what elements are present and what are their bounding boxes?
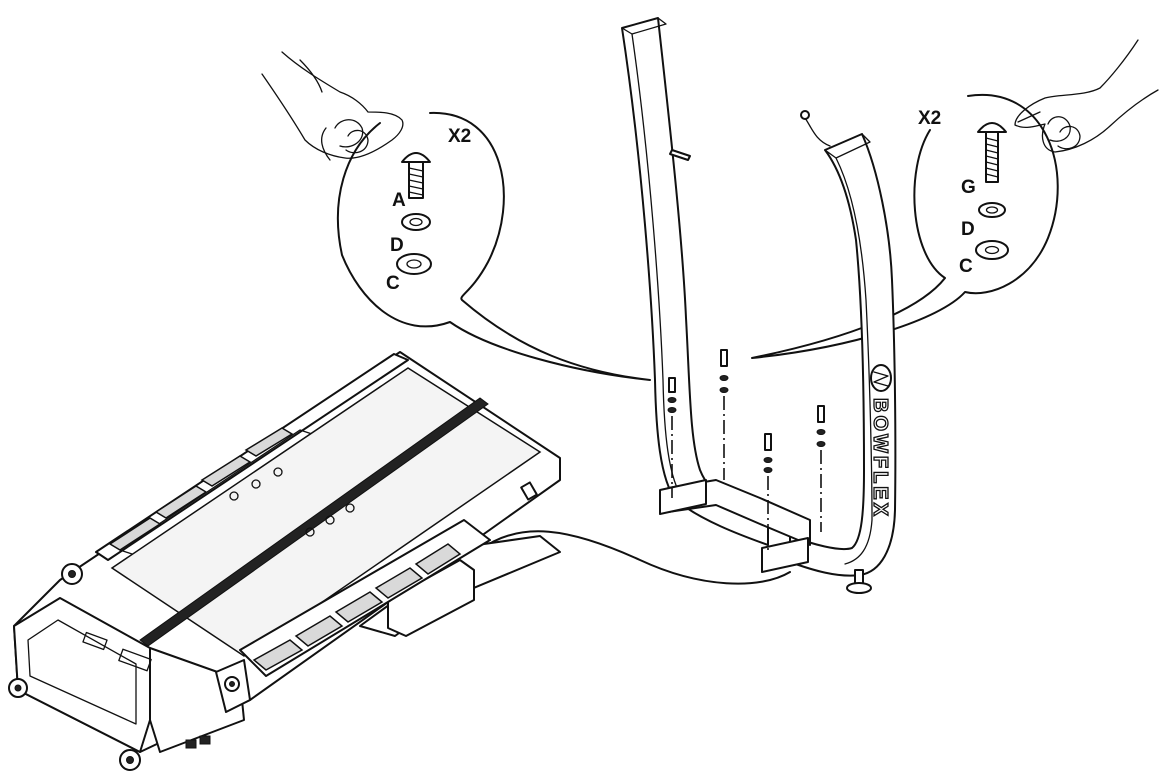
callout-right-bubble (751, 93, 1059, 359)
leveler-foot (846, 569, 872, 594)
wheel-front-left (8, 678, 28, 698)
part-label-a: A (392, 190, 406, 211)
deck-holes (229, 467, 355, 537)
hand-icon (261, 51, 404, 161)
quantity-label-right: X2 (918, 108, 941, 129)
washer-d-right-icon (978, 202, 1006, 218)
quantity-label-left: X2 (448, 126, 471, 147)
roller-knob (520, 481, 538, 501)
left-upright (621, 17, 769, 546)
belt-divider (139, 397, 489, 647)
part-label-d-right: D (961, 219, 975, 240)
wheel-rear (61, 563, 83, 585)
bolt-a-left-1 (667, 377, 677, 498)
upright-frame: BOWFLEX (621, 17, 897, 594)
callout-left: X2 A D C (261, 51, 651, 381)
brand-text: BOWFLEX (869, 398, 891, 519)
bolt-a-right-1 (816, 405, 826, 532)
part-label-c-left: C (386, 273, 400, 294)
washer-c-right-icon (975, 240, 1009, 260)
washer-c-left-icon (396, 253, 432, 275)
slats-right (252, 543, 462, 671)
callout-left-bubble (336, 111, 651, 381)
part-label-g: G (961, 177, 976, 198)
wheel-front-right (119, 749, 141, 771)
bolt-a-icon (401, 152, 431, 199)
frame-foot-right (761, 537, 809, 573)
slats-left (108, 427, 294, 551)
part-label-d-left: D (390, 235, 404, 256)
brand-logo-icon (870, 364, 892, 392)
pivot-hinge (215, 659, 251, 713)
washer-d-left-icon (401, 213, 431, 231)
bolt-g-2 (763, 433, 773, 550)
connector-ports (185, 735, 211, 749)
treadmill-base (8, 351, 561, 771)
part-label-c-right: C (959, 256, 973, 277)
bolt-g-icon (977, 122, 1007, 183)
bolt-positions (667, 349, 826, 550)
callout-right: X2 G D C (751, 39, 1159, 359)
pin-icon (669, 149, 691, 161)
hand-icon-right (1014, 39, 1159, 153)
motor-housing (387, 559, 475, 637)
bolt-g-1 (719, 349, 729, 480)
cable-icon (800, 110, 831, 147)
